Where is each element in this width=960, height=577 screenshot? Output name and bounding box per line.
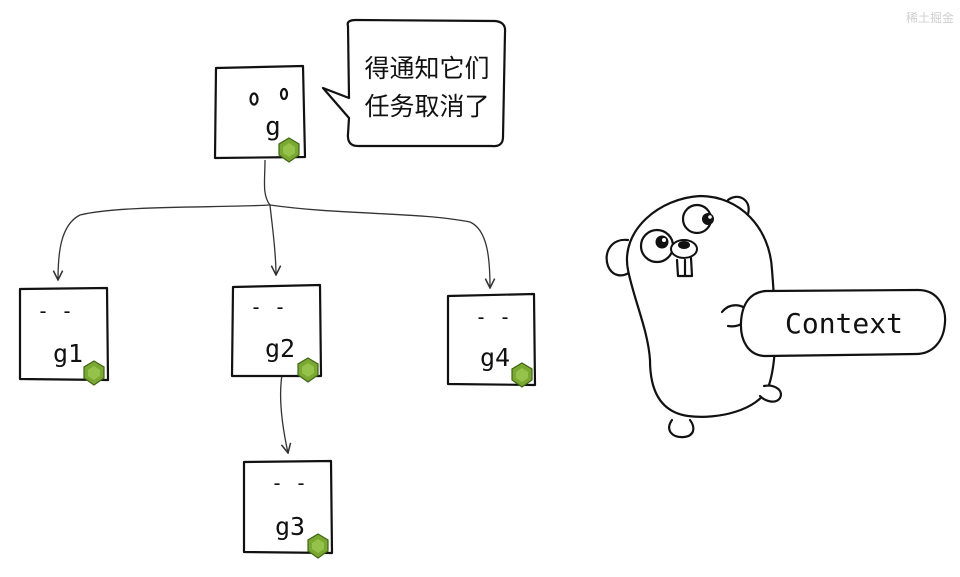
node-g4: - - g4 <box>446 292 537 388</box>
node-g1-label: g1 <box>53 339 83 368</box>
edge-root-g1 <box>58 204 271 280</box>
shield-icon <box>278 137 300 163</box>
context-sign: Context <box>739 288 947 358</box>
shield-icon <box>83 360 105 386</box>
context-label: Context <box>785 307 903 340</box>
speech-bubble: 得通知它们 任务取消了 <box>321 18 507 148</box>
edge-root-trunk <box>263 159 271 206</box>
gopher-mascot-icon <box>605 194 782 439</box>
root-eye-right <box>279 87 289 101</box>
node-g: g <box>213 64 307 163</box>
node-g1-eyes: - - <box>37 299 73 323</box>
root-eye-left <box>249 92 259 106</box>
node-g4-label: g4 <box>480 343 510 372</box>
node-g1: - - g1 <box>18 286 110 386</box>
node-g3: - - g3 <box>242 459 334 559</box>
edge-root-g4 <box>269 204 490 288</box>
node-g4-eyes: - - <box>475 305 511 329</box>
speech-line-2: 任务取消了 <box>364 92 489 121</box>
shield-icon <box>307 533 329 559</box>
edge-root-g2 <box>269 204 276 275</box>
edge-g2-g3 <box>279 374 288 453</box>
speech-line-1: 得通知它们 <box>364 54 489 83</box>
node-g3-label: g3 <box>275 512 305 541</box>
node-g3-eyes: - - <box>271 471 307 495</box>
node-g2-eyes: - - <box>250 295 286 319</box>
shield-icon <box>297 357 319 383</box>
node-g-label: g <box>265 112 281 142</box>
node-g2-label: g2 <box>265 334 295 363</box>
node-g2: - - g2 <box>230 283 323 383</box>
watermark-text: 稀土掘金 <box>906 10 954 25</box>
